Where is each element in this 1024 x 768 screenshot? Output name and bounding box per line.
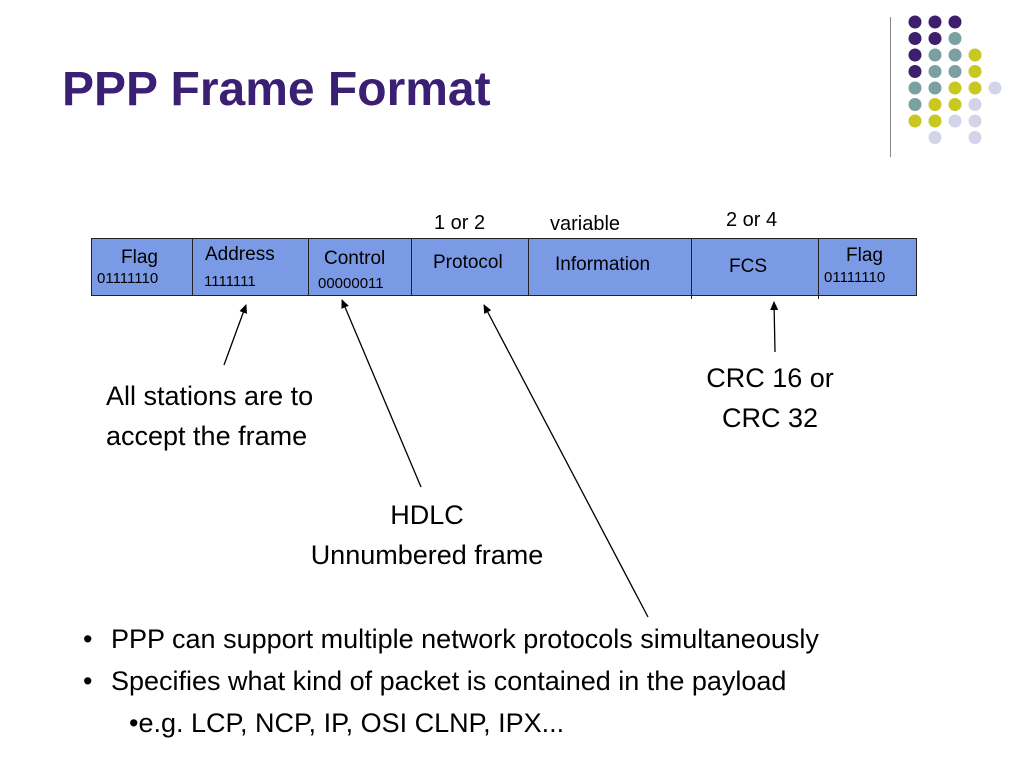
bullet-item: • Specifies what kind of packet is contai… — [83, 660, 819, 702]
field-flag-start-bits: 01111110 — [97, 270, 159, 287]
decorative-dot — [928, 65, 942, 78]
field-fcs-name: FCS — [729, 256, 767, 277]
field-divider — [818, 239, 819, 299]
decorative-dot — [908, 114, 922, 128]
protocol-size-label: 1 or 2 — [434, 212, 486, 234]
information-size-label: variable — [550, 213, 621, 235]
fcs-note: CRC 16 or CRC 32 — [680, 358, 860, 438]
field-flag-end-bits: 01111110 — [824, 269, 886, 286]
decorative-dot — [948, 48, 962, 62]
field-divider — [691, 239, 692, 299]
field-address-name: Address — [205, 244, 275, 265]
control-note-line: HDLC — [390, 500, 464, 530]
decorative-dot — [908, 32, 922, 45]
bullet-text: PPP can support multiple network protoco… — [111, 624, 819, 654]
decorative-dot — [908, 98, 922, 111]
field-divider — [308, 239, 309, 295]
decorative-dot — [988, 81, 1002, 95]
decorative-dot — [908, 81, 922, 95]
field-flag-start-name: Flag — [121, 247, 158, 268]
field-divider — [411, 239, 412, 295]
decorative-dot — [928, 131, 942, 144]
decorative-dot — [948, 98, 962, 111]
decorative-dot — [908, 48, 922, 62]
decorative-dot — [948, 65, 962, 78]
decorative-dot — [968, 131, 982, 144]
decorative-dot — [928, 32, 942, 45]
decorative-divider — [890, 17, 891, 157]
ppp-frame: Flag 01111110 Address 1111111 Control 00… — [91, 238, 917, 299]
decorative-dot — [948, 15, 962, 29]
bullet-item: • PPP can support multiple network protoc… — [83, 618, 819, 660]
fcs-note-line: CRC 16 or — [706, 363, 834, 393]
control-note: HDLC Unnumbered frame — [279, 495, 575, 575]
control-arrow — [341, 299, 422, 488]
bullet-text: Specifies what kind of packet is contain… — [111, 666, 787, 696]
decorative-dot — [908, 15, 922, 29]
field-divider — [528, 239, 529, 295]
bullet-dot-icon: • — [83, 624, 93, 654]
fcs-arrow — [770, 301, 779, 353]
address-arrow — [223, 304, 248, 366]
decorative-dot — [948, 114, 962, 128]
decorative-dot — [968, 48, 982, 62]
decorative-dot — [928, 15, 942, 29]
decorative-dot — [928, 114, 942, 128]
fcs-size-label: 2 or 4 — [726, 209, 778, 231]
decorative-dot — [908, 65, 922, 78]
bullet-list: • PPP can support multiple network protoc… — [83, 618, 819, 744]
field-control-name: Control — [324, 248, 386, 269]
decorative-dot — [928, 81, 942, 95]
field-divider — [192, 239, 193, 295]
address-note-line: accept the frame — [106, 421, 308, 451]
control-note-line: Unnumbered frame — [310, 540, 544, 570]
field-protocol-name: Protocol — [433, 252, 503, 273]
decorative-dot — [968, 65, 982, 78]
field-control-bits: 00000011 — [318, 275, 384, 292]
decorative-dot — [968, 114, 982, 128]
field-information-name: Information — [555, 254, 651, 275]
sub-bullet-item: •e.g. LCP, NCP, IP, OSI CLNP, IPX... — [129, 708, 565, 738]
decorative-dot — [968, 98, 982, 111]
bullet-dot-icon: • — [83, 666, 93, 696]
decorative-dot — [948, 32, 962, 45]
decorative-dot-grid — [908, 15, 1002, 144]
decorative-dot — [928, 48, 942, 62]
decorative-dot — [968, 81, 982, 95]
fcs-note-line: CRC 32 — [721, 403, 819, 433]
slide-title: PPP Frame Format — [62, 63, 491, 116]
field-flag-end-name: Flag — [846, 245, 883, 266]
address-note: All stations are to accept the frame — [106, 376, 313, 456]
decorative-dot — [928, 98, 942, 111]
field-address-bits: 1111111 — [204, 273, 256, 290]
decorative-dot — [948, 81, 962, 95]
address-note-line: All stations are to — [106, 381, 314, 411]
